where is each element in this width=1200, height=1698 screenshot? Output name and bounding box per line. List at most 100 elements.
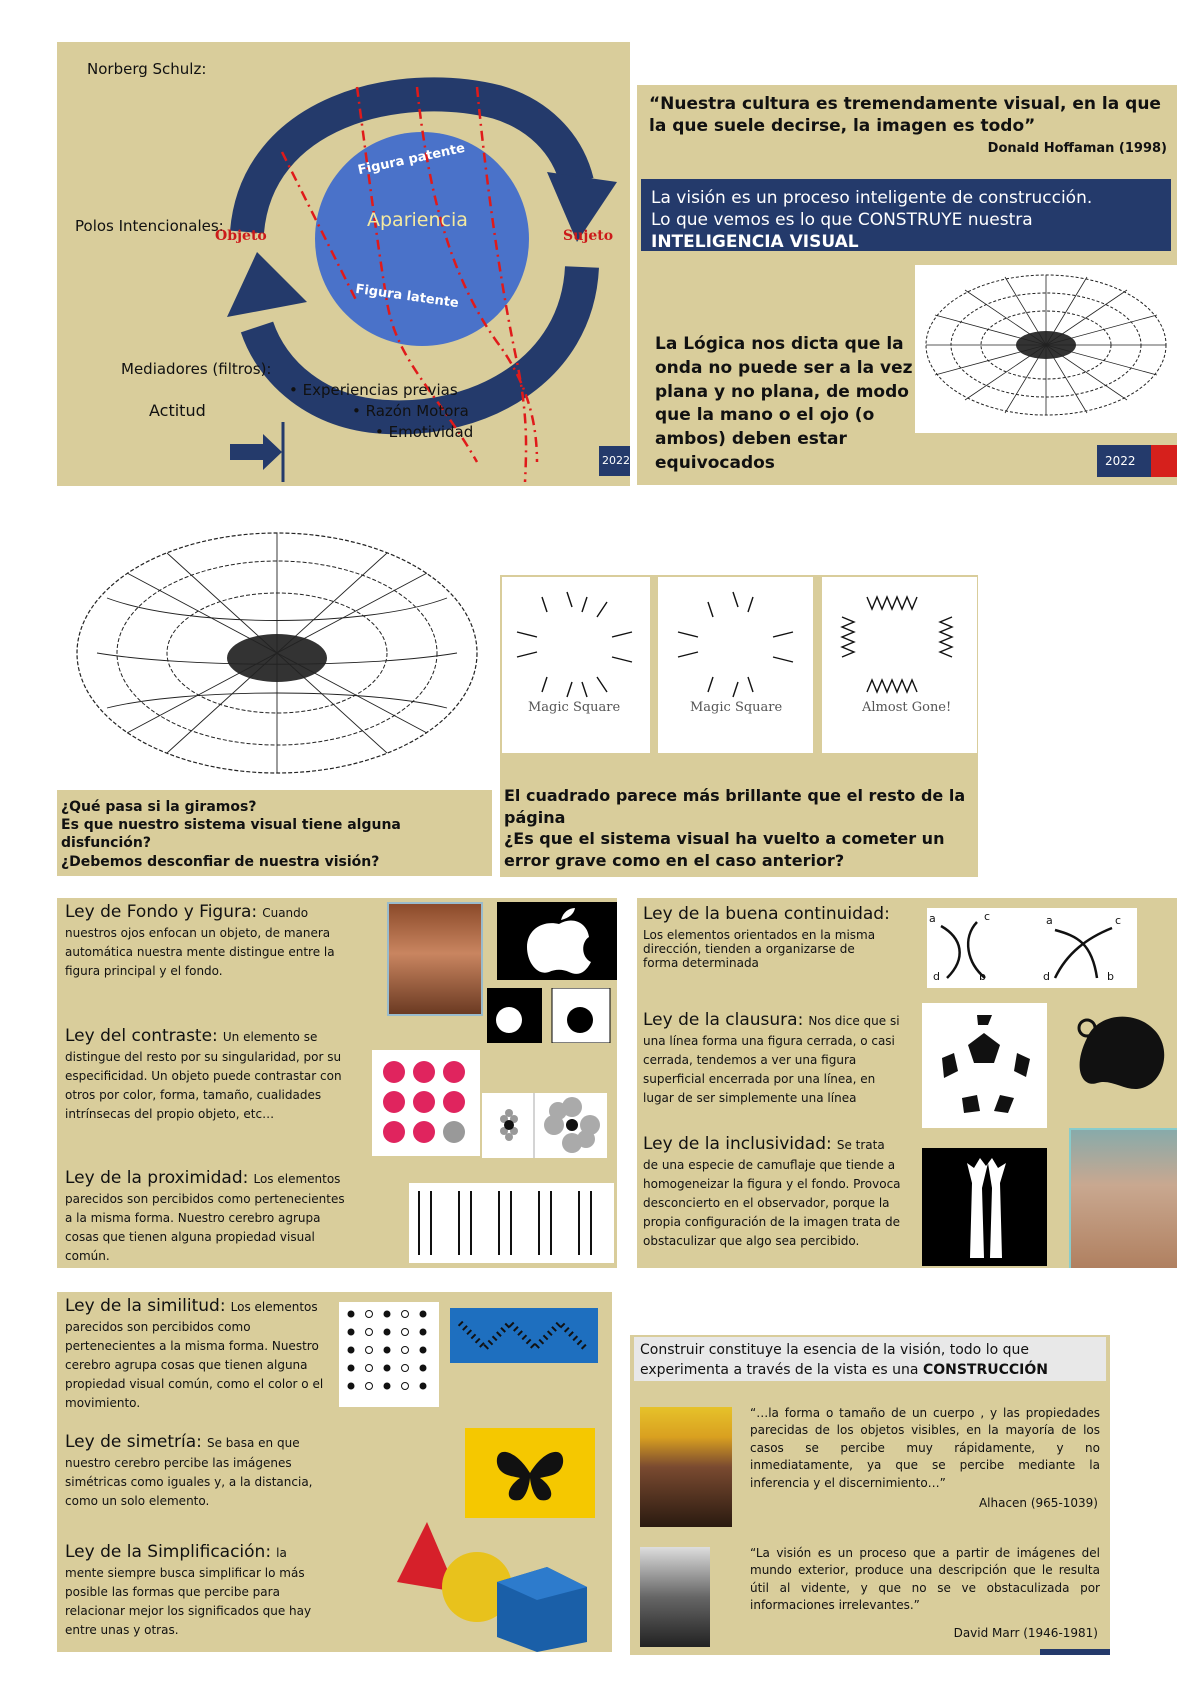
bullet-2: • Razón Motora (352, 402, 469, 420)
slide-gestalt-laws-3: Ley de la similitud: Los elementos parec… (57, 1292, 612, 1652)
almost-gone-image (822, 577, 977, 753)
actitud-label: Actitud (149, 401, 206, 420)
law-body: Los elementos orientados en la misma dir… (643, 928, 876, 970)
letter-d: d (1043, 970, 1050, 983)
mediadores-label: Mediadores (filtros): (121, 360, 272, 378)
logic-text: La Lógica nos dicta que la onda no puede… (655, 334, 913, 473)
law-title: Ley de simetría: (65, 1432, 202, 1452)
questions: ¿Qué pasa si la giramos? Es que nuestro … (61, 798, 481, 871)
vision-box: La visión es un proceso inteligente de c… (641, 179, 1171, 253)
vision-box-line2: Lo que vemos es lo que CONSTRUYE nuestra (651, 210, 1033, 231)
law-title: Ley de Fondo y Figura: (65, 902, 258, 922)
law-body: Se basa en que nuestro cerebro percibe l… (65, 1436, 313, 1508)
letter-b: b (1107, 970, 1114, 983)
law-simetria: Ley de simetría: Se basa en que nuestro … (65, 1432, 315, 1509)
vision-box-line1: La visión es un proceso inteligente de c… (651, 188, 1093, 208)
caption-magic-square-2: Magic Square (690, 700, 783, 715)
text-panel (500, 755, 978, 877)
caption-almost-gone: Almost Gone! (862, 700, 952, 715)
law-title: Ley de la buena continuidad: (643, 904, 890, 924)
law-contraste: Ley del contraste: Un elemento se distin… (65, 1026, 365, 1122)
hoffman-quote: “Nuestra cultura es tremendamente visual… (649, 94, 1161, 137)
slide-gestalt-laws-1: Ley de Fondo y Figura: Cuando nuestros o… (57, 898, 617, 1268)
rotated-wave-image (76, 532, 478, 774)
error-question: ¿Es que el sistema visual ha vuelto a co… (504, 829, 945, 870)
slide-norberg-schulz: Norberg Schulz: Polos Intencionales: Obj… (57, 42, 630, 486)
magic-square-1 (502, 577, 650, 753)
year-badge: 2022 (602, 454, 630, 467)
construccion-word: CONSTRUCCIÓN (922, 1361, 1048, 1378)
polos-label: Polos Intencionales: (75, 217, 224, 235)
law-body: Los elementos parecidos son percibidos c… (65, 1172, 345, 1263)
blue-dot-pattern (450, 1308, 598, 1363)
header-line-1: Construir constituye la esencia de la vi… (640, 1342, 1029, 1358)
law-similitud: Ley de la similitud: Los elementos parec… (65, 1296, 325, 1411)
law-inclusividad: Ley de la inclusividad: Se trata de una … (643, 1134, 901, 1249)
silhouette-closure (1057, 998, 1177, 1123)
year-badge: 2022 (1097, 445, 1177, 477)
logo-mark (1151, 445, 1177, 477)
header-line-2: experimenta a través de la vista es una … (640, 1361, 1048, 1378)
magic-square-text: El cuadrado parece más brillante que el … (504, 785, 974, 871)
law-title: Ley de la Simplificación: (65, 1542, 272, 1562)
magic-square-2 (658, 577, 813, 753)
vision-box-line3: INTELIGENCIA VISUAL (651, 232, 859, 253)
alhacen-author: Alhacen (965-1039) (978, 1496, 1098, 1510)
caption-magic-square-1: Magic Square (528, 700, 621, 715)
alhacen-portrait (640, 1407, 732, 1527)
figure-ground-portrait (387, 902, 483, 1016)
wave-illusion-image (915, 265, 1177, 433)
continuity-diagram (927, 908, 1137, 988)
law-title: Ley de la proximidad: (65, 1168, 249, 1188)
alhacen-quote: “…la forma o tamaño de un cuerpo , y las… (750, 1406, 1100, 1490)
simplification-shapes (397, 1512, 597, 1652)
law-fondo-figura: Ley de Fondo y Figura: Cuando nuestros o… (65, 902, 355, 979)
apple-silhouette (497, 902, 617, 980)
law-body: Nos dice que si una línea forma una figu… (643, 1014, 900, 1105)
hands-inclusivity (922, 1148, 1047, 1266)
question-1: ¿Qué pasa si la giramos? (61, 799, 257, 815)
question-2: Es que nuestro sistema visual tiene algu… (61, 817, 401, 852)
contrast-circles (487, 987, 612, 1044)
law-body: Los elementos parecidos son percibidos c… (65, 1300, 324, 1410)
footer-bar (1040, 1649, 1110, 1655)
soccer-ball-closure (922, 1003, 1047, 1128)
ebbinghaus-illusion (482, 1093, 607, 1158)
pink-dots-grid (372, 1050, 480, 1156)
hoffman-author: Donald Hoffaman (1998) (987, 141, 1167, 156)
question-panel (57, 790, 492, 876)
objeto-label: Objeto (215, 228, 267, 244)
law-title: Ley del contraste: (65, 1026, 218, 1046)
slide-construccion: Construir constituye la esencia de la vi… (630, 1335, 1110, 1655)
marr-portrait (640, 1547, 710, 1647)
letter-c: c (1115, 914, 1122, 927)
marr-quote: “La visión es un proceso que a partir de… (750, 1546, 1100, 1613)
law-body: Cuando nuestros ojos enfocan un objeto, … (65, 906, 335, 978)
construccion-header: Construir constituye la esencia de la vi… (634, 1337, 1106, 1381)
law-simplificacion: Ley de la Simplificación: la mente siemp… (65, 1542, 315, 1638)
apariencia-label: Apariencia (367, 209, 468, 231)
letter-a: a (1046, 914, 1053, 927)
law-title: Ley de la similitud: (65, 1296, 226, 1316)
law-body: Un elemento se distingue del resto por s… (65, 1030, 342, 1121)
law-clausura: Ley de la clausura: Nos dice que si una … (643, 1010, 901, 1106)
law-body: Se trata de una especie de camuflaje que… (643, 1138, 901, 1248)
question-3: ¿Debemos desconfiar de nuestra visión? (61, 853, 380, 870)
butterfly-symmetry (465, 1428, 595, 1518)
letter-a: a (929, 912, 936, 925)
slide-magic-square: Magic Square Magic Square Almost Gone! E… (500, 575, 978, 877)
proximity-lines (409, 1183, 614, 1263)
law-proximidad: Ley de la proximidad: Los elementos pare… (65, 1168, 355, 1264)
slide-gestalt-laws-2: Ley de la buena continuidad: Los element… (637, 898, 1177, 1268)
year-text: 2022 (1105, 454, 1136, 468)
law-title: Ley de la inclusividad: (643, 1134, 832, 1154)
hidden-face-image (1069, 1128, 1177, 1268)
similarity-dots (339, 1302, 439, 1407)
letter-c: c (984, 910, 991, 923)
slide-title: Norberg Schulz: (87, 60, 207, 78)
law-title: Ley de la clausura: (643, 1010, 804, 1030)
marr-author: David Marr (1946-1981) (953, 1626, 1098, 1640)
bullet-1: • Experiencias previas (289, 381, 458, 399)
law-body: la mente siempre busca simplificar lo má… (65, 1546, 312, 1637)
letter-b: b (979, 970, 986, 983)
